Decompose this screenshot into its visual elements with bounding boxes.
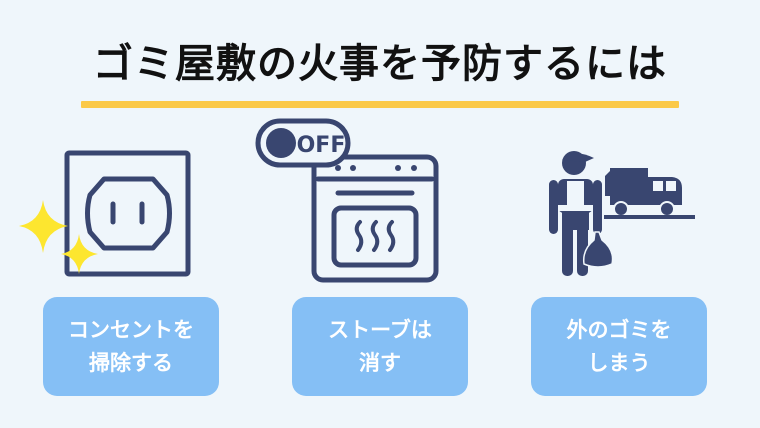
sparkle-icon [19, 200, 98, 274]
tip-label-line: しまう [587, 350, 651, 375]
garbage-collector-truck-icon [549, 151, 695, 276]
tip-label-line: 掃除する [89, 350, 173, 375]
tip-clean-outlet: コンセントを 掃除する [43, 297, 219, 396]
tip-label-line: 外のゴミを [566, 317, 672, 342]
tip-label-line: ストーブは [328, 317, 432, 342]
tip-turn-off-stove: ストーブは 消す [292, 297, 468, 396]
oven-off-icon: OFF [255, 118, 439, 283]
tip-label-line: 消す [359, 350, 401, 375]
tip-store-outdoor-trash: 外のゴミを しまう [531, 297, 707, 396]
off-toggle-icon: OFF [255, 118, 351, 168]
page-title: ゴミ屋敷の火事を予防するには [93, 41, 667, 87]
power-outlet-icon [19, 150, 191, 277]
title-underline [81, 101, 679, 108]
tip-label-line: コンセントを [68, 317, 194, 342]
svg-text:OFF: OFF [297, 133, 346, 158]
